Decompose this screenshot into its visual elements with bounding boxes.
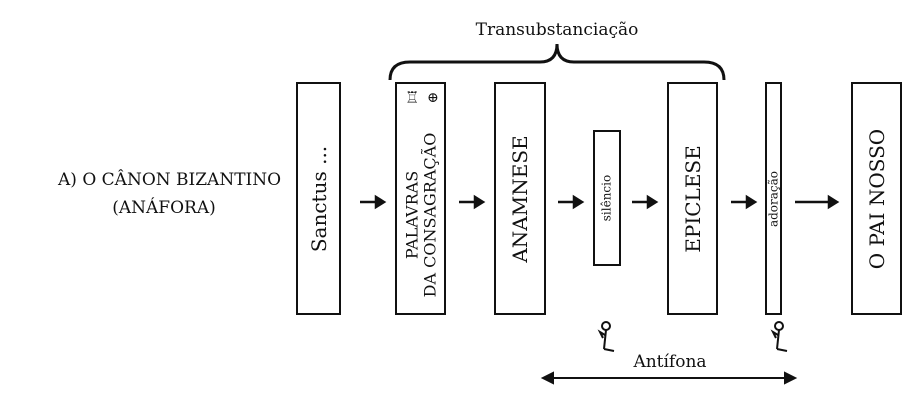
host-cross-icon: ⊕ bbox=[427, 90, 439, 106]
step-silence: silêncio bbox=[593, 130, 621, 266]
step-words-of-consecration: ♖ ⊕ PALAVRAS DA CONSAGRAÇÃO bbox=[395, 82, 446, 315]
brace-label: Transubstanciação bbox=[475, 20, 639, 40]
chalice-icon: ♖ bbox=[405, 88, 420, 107]
step-label: ANAMNESE bbox=[508, 134, 532, 263]
title-label: A) O CÂNON BIZANTINO bbox=[58, 170, 282, 190]
step-label: EPICLESE bbox=[680, 144, 705, 253]
step-adoration: adoração bbox=[765, 82, 782, 315]
antiphon-label: Antífona bbox=[633, 352, 707, 372]
kneeling-figure-icon bbox=[597, 321, 615, 352]
step-label-line1: PALAVRAS bbox=[401, 170, 421, 259]
step-label: Sanctus ... bbox=[306, 145, 331, 252]
step-our-father: O PAI NOSSO bbox=[851, 82, 902, 315]
step-label: silêncio bbox=[599, 174, 614, 222]
flow-arrows bbox=[360, 194, 840, 210]
step-anamnesis: ANAMNESE bbox=[494, 82, 546, 315]
antiphon-range-arrow bbox=[540, 371, 798, 385]
transubstantiation-brace bbox=[388, 43, 726, 81]
step-sanctus: Sanctus ... bbox=[296, 82, 341, 315]
subtitle-label: (ANÁFORA) bbox=[112, 198, 216, 218]
kneeling-figure-icon bbox=[770, 321, 788, 352]
step-label: adoração bbox=[765, 170, 780, 227]
step-label: O PAI NOSSO bbox=[864, 128, 889, 269]
step-label-line2: DA CONSAGRAÇÃO bbox=[419, 132, 439, 297]
step-epiclesis: EPICLESE bbox=[667, 82, 718, 315]
